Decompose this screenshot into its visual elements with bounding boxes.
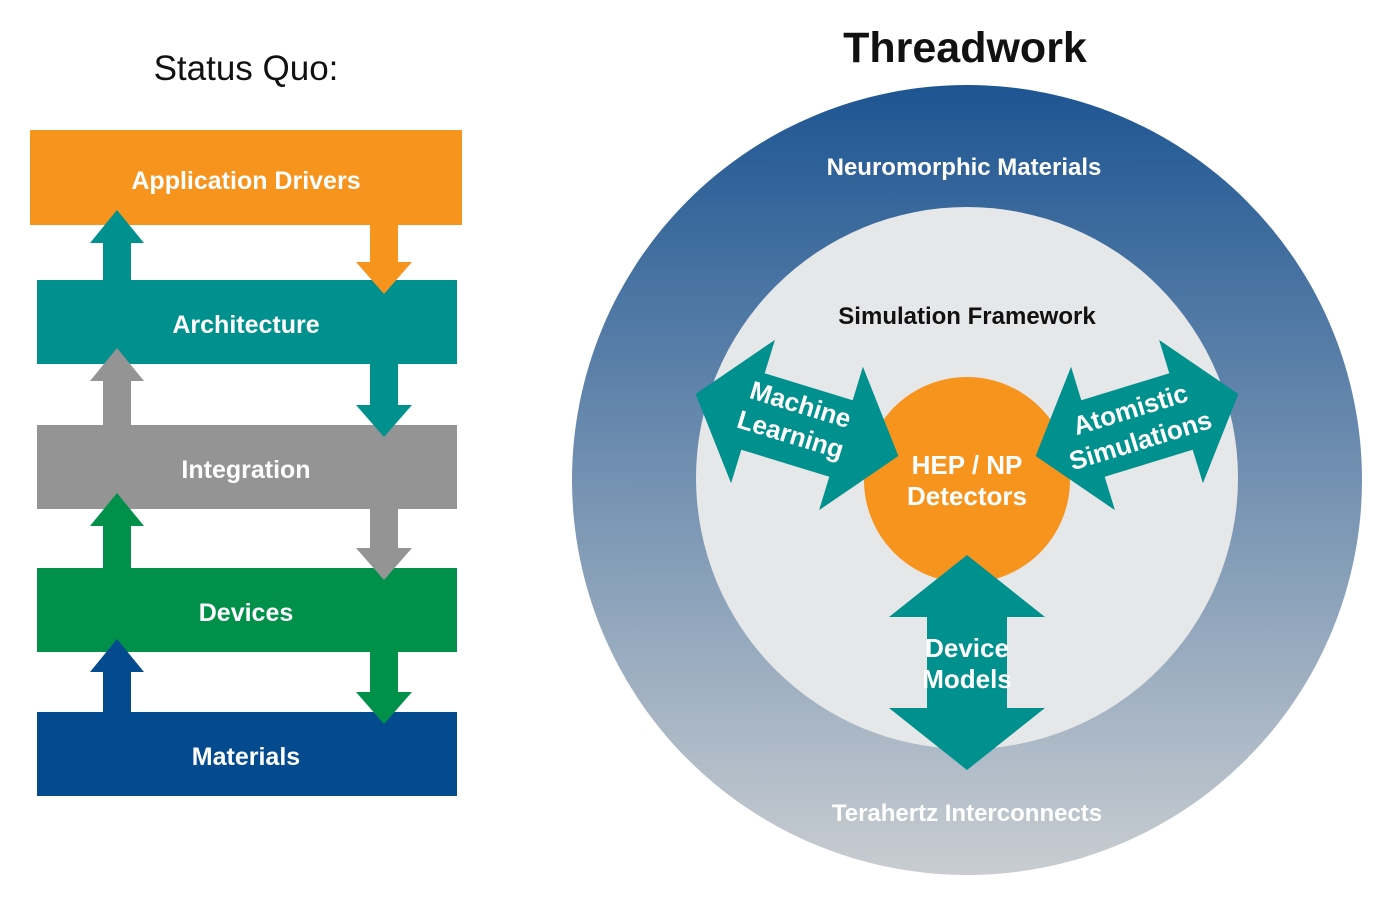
- threadwork-title: Threadwork: [843, 24, 1087, 72]
- down-arrow-integration: [356, 509, 412, 580]
- layer-materials-bar: [37, 712, 457, 796]
- layer-architecture-label: Architecture: [172, 311, 319, 339]
- atomistic-simulations-arrow: [1035, 339, 1239, 511]
- simulation-framework-label: Simulation Framework: [838, 303, 1096, 330]
- down-arrow-devices: [356, 652, 412, 724]
- layer-application-drivers-label: Application Drivers: [131, 167, 360, 195]
- threadwork-panel: Threadwork Neuromorphic Materials Terahe…: [572, 24, 1362, 875]
- center-line-2: Detectors: [907, 481, 1027, 511]
- center-line-1: HEP / NP: [912, 450, 1023, 480]
- up-arrow-integration: [90, 348, 144, 425]
- outer-ring-top-label: Neuromorphic Materials: [827, 154, 1102, 181]
- layer-devices-label: Devices: [199, 599, 294, 627]
- layer-integration-label: Integration: [181, 456, 310, 484]
- layer-devices-bar: [37, 568, 457, 652]
- layer-architecture-bar: [37, 280, 457, 364]
- up-arrow-materials: [90, 639, 144, 712]
- outer-ring-bottom-label: Terahertz Interconnects: [832, 800, 1102, 827]
- layer-integration-bar: [37, 425, 457, 509]
- down-arrow-architecture: [356, 364, 412, 437]
- status-quo-title: Status Quo:: [154, 49, 339, 88]
- layer-materials-label: Materials: [192, 743, 300, 771]
- device-models-line-1: Device: [925, 633, 1009, 663]
- up-arrow-architecture: [90, 210, 144, 280]
- down-arrow-application-drivers: [356, 225, 412, 294]
- up-arrow-devices: [90, 493, 144, 568]
- center-circle: [864, 377, 1070, 583]
- device-models-line-2: Models: [922, 664, 1012, 694]
- status-quo-panel: Status Quo: Application Drivers Architec…: [30, 49, 462, 796]
- device-models-arrow: [889, 555, 1045, 770]
- layer-application-drivers-bar: [30, 130, 462, 225]
- machine-learning-arrow: [695, 339, 899, 511]
